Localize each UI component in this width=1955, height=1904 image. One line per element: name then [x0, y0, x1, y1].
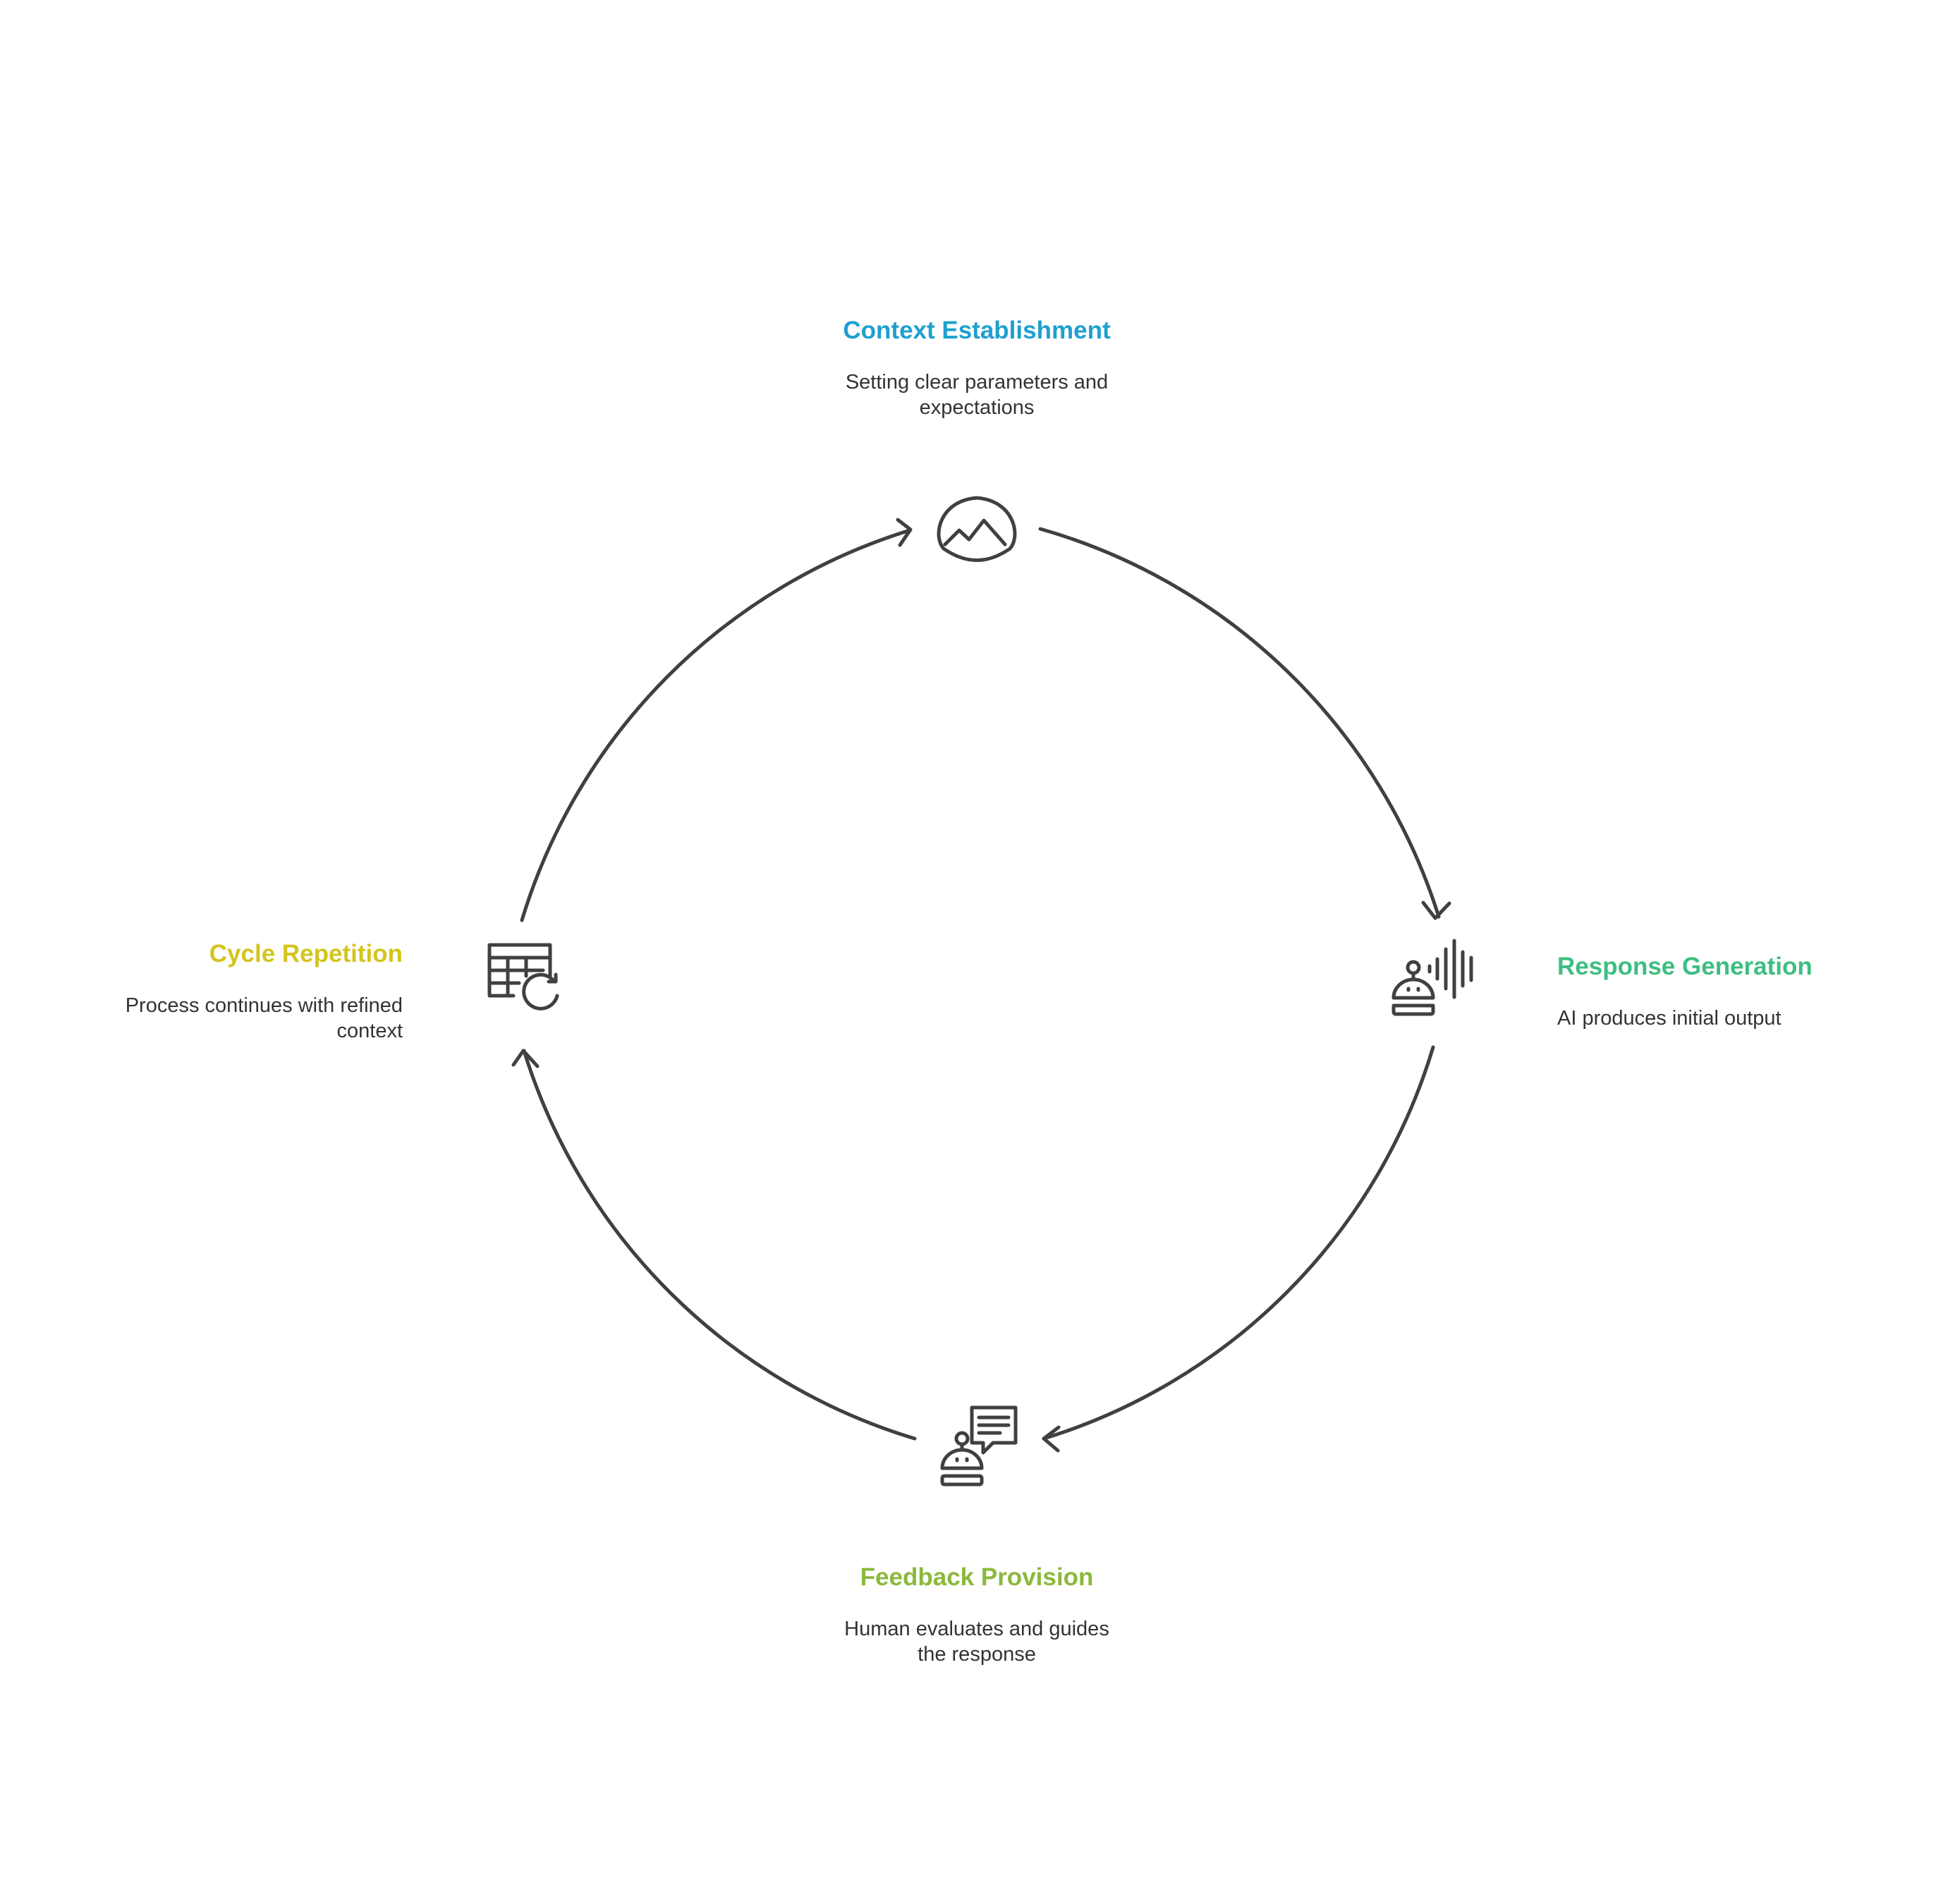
arrow-response-to-feedback	[1042, 1045, 1435, 1441]
arrowhead-feedback	[1042, 1425, 1061, 1453]
stage-title-response: Response Generation	[1557, 953, 1813, 980]
arrowhead-response	[1421, 901, 1451, 920]
stage-title-cycle: Cycle Repetition	[209, 940, 403, 968]
robot-voice-icon	[1391, 939, 1473, 1016]
stage-title-feedback: Feedback Provision	[860, 1563, 1094, 1591]
stage-desc-cycle: Process continues with refined context	[125, 994, 403, 1042]
arrow-context-to-response	[1038, 527, 1441, 919]
arrowhead-context	[896, 518, 913, 547]
robot-chat-icon	[940, 1405, 1018, 1487]
stage-desc-feedback: Human evaluates and guides the response	[844, 1618, 1109, 1666]
arrow-feedback-to-cycle	[522, 1049, 917, 1441]
table-refresh-icon	[487, 943, 559, 1011]
mountain-dome-icon	[937, 496, 1017, 562]
stage-desc-response: AI produces initial output	[1557, 1007, 1782, 1030]
stage-title-context: Context Establishment	[843, 317, 1111, 344]
arrow-cycle-to-context	[520, 528, 912, 922]
stage-desc-context: Setting clear parameters and expectation…	[845, 371, 1109, 419]
arrowhead-cycle	[511, 1049, 540, 1068]
